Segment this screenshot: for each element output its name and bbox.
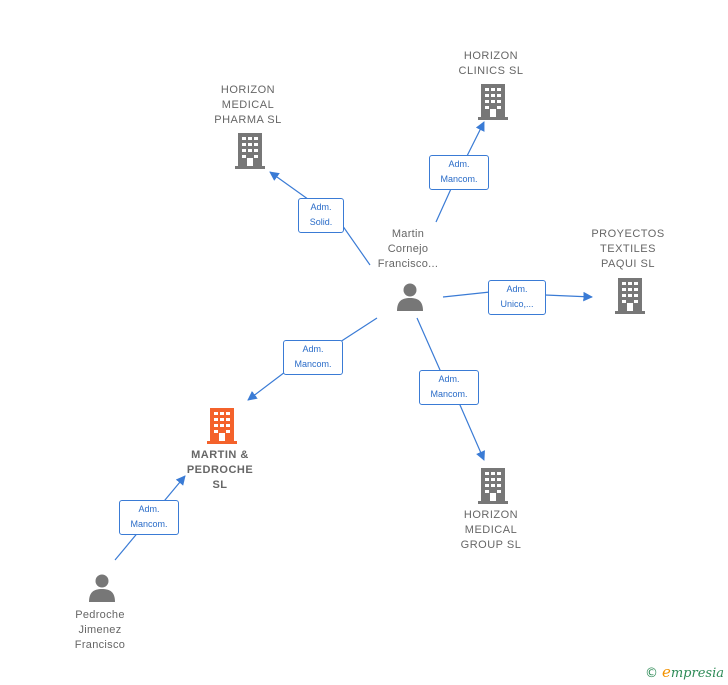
building-icon[interactable]: [235, 133, 265, 169]
relation-label-unico[interactable]: Adm.Unico,...: [488, 280, 546, 315]
building-icon[interactable]: [478, 84, 508, 120]
brand-logo: ©empresia: [644, 663, 724, 681]
building-icon-focus[interactable]: [207, 408, 237, 444]
person-icon[interactable]: [395, 282, 425, 312]
relation-label-pedroche[interactable]: Adm.Mancom.: [119, 500, 179, 535]
relation-label-solid[interactable]: Adm.Solid.: [298, 198, 344, 233]
building-icon[interactable]: [478, 468, 508, 504]
relation-label-mp[interactable]: Adm.Mancom.: [283, 340, 343, 375]
relation-label-clinics[interactable]: Adm.Mancom.: [429, 155, 489, 190]
building-icon[interactable]: [615, 278, 645, 314]
person-icon[interactable]: [87, 573, 117, 603]
copyright-icon: ©: [644, 666, 658, 681]
relation-label-group[interactable]: Adm.Mancom.: [419, 370, 479, 405]
